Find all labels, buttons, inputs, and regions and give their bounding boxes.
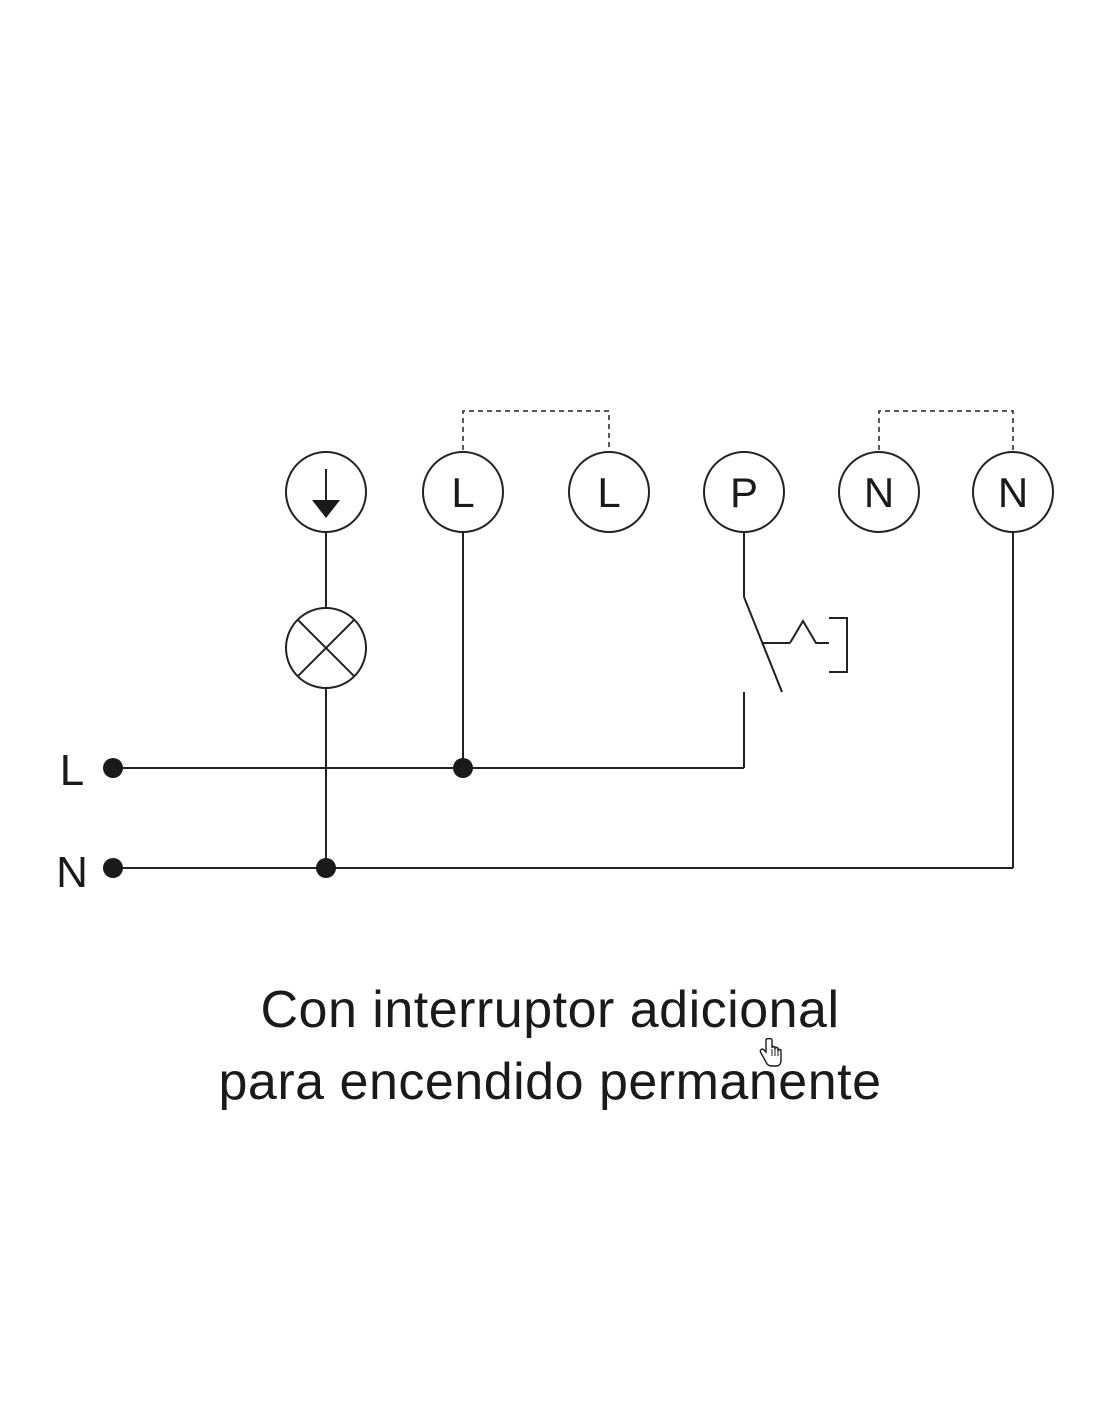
terminal-N1: N: [838, 451, 920, 533]
terminal-P: P: [703, 451, 785, 533]
terminal-P-label: P: [730, 469, 758, 516]
supply-neutral-dot: [103, 858, 123, 878]
terminal-L2-label: L: [597, 469, 620, 516]
caption-line-2: para encendido permanente: [218, 1053, 882, 1111]
caption-line-1: Con interruptor adicional: [260, 981, 840, 1039]
terminal-N1-label: N: [864, 469, 894, 516]
junction-neutral: [316, 858, 336, 878]
pushbutton-switch-icon: [743, 596, 848, 693]
terminal-L2: L: [568, 451, 650, 533]
ground-icon: [312, 469, 340, 518]
terminal-N2: N: [972, 451, 1054, 533]
lamp-icon: [285, 607, 367, 689]
supply-neutral-label: N: [56, 848, 88, 897]
bridge-L-terminals: [462, 410, 610, 450]
bridge-N-terminals: [878, 410, 1014, 450]
junction-line: [453, 758, 473, 778]
terminal-L1-label: L: [451, 469, 474, 516]
terminal-N2-label: N: [998, 469, 1028, 516]
terminal-ground: [285, 451, 367, 533]
supply-line-label: L: [60, 746, 84, 795]
terminal-L1: L: [422, 451, 504, 533]
supply-line-dot: [103, 758, 123, 778]
hand-pointer-icon: [759, 1038, 782, 1067]
